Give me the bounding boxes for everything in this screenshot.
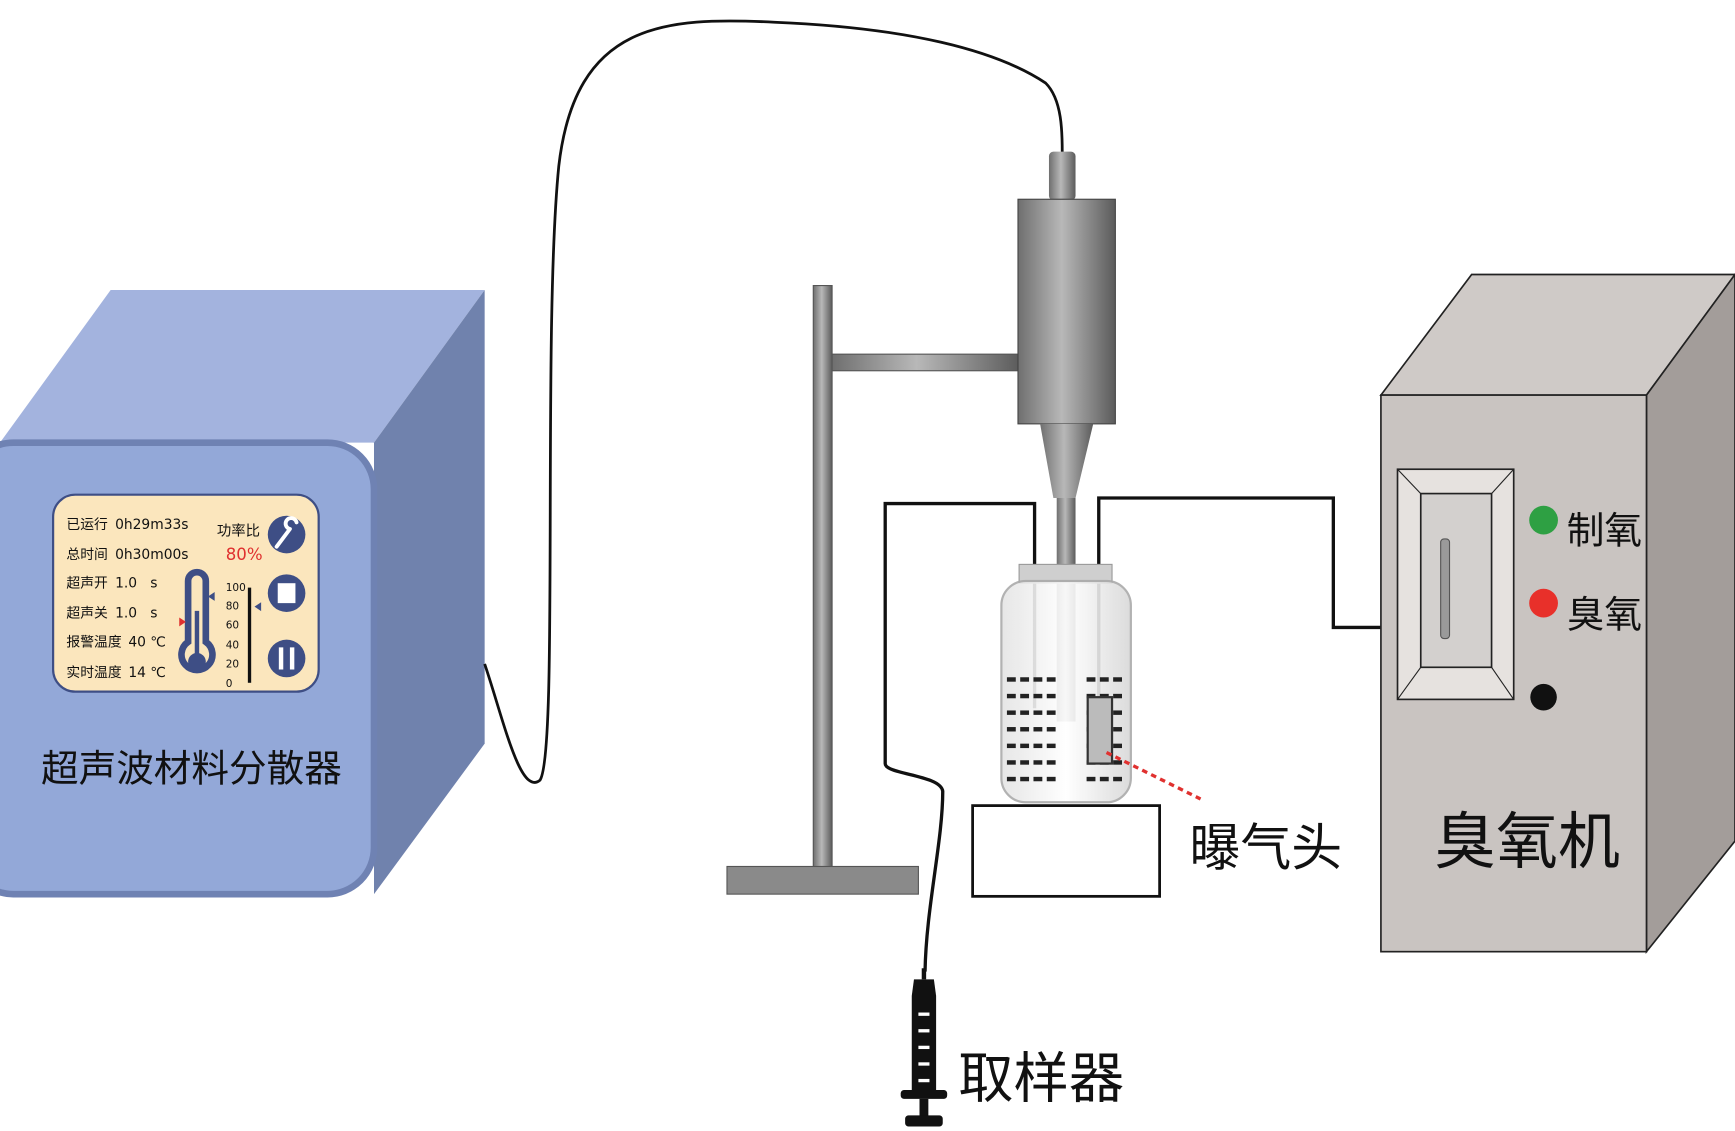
stop-button[interactable]: [267, 574, 306, 612]
wrench-button[interactable]: [267, 515, 306, 554]
indicator-oxygen: 制氧: [1529, 505, 1642, 552]
water-dash: [1006, 776, 1016, 782]
water-dash: [1006, 727, 1016, 732]
row-label: 总时间: [66, 547, 107, 563]
platform: [971, 804, 1162, 898]
water-dash: [1020, 710, 1030, 715]
row-label: 已运行: [66, 517, 108, 533]
row-label: 超声关: [66, 606, 108, 622]
ozone-machine: 制氧 臭氧 臭氧机: [1379, 273, 1735, 955]
sampler-label: 取样器: [958, 1048, 1124, 1112]
water-dash: [1046, 743, 1056, 749]
water-dash: [1033, 776, 1043, 782]
flowmeter-icon: [1440, 538, 1451, 640]
water-dash: [1113, 760, 1122, 765]
water-dash: [1033, 693, 1043, 699]
row-value: 14 ℃: [128, 665, 166, 681]
sampling-tube: [883, 501, 1037, 972]
ozone-tube: [1097, 496, 1384, 709]
stop-icon: [277, 583, 296, 604]
scale-bar: [247, 587, 252, 683]
water-dash: [1020, 693, 1030, 699]
water-dash: [1020, 677, 1030, 682]
ozone-machine-title: 臭氧机: [1434, 805, 1620, 878]
water-dash: [1099, 776, 1109, 782]
row-value: 0h30m00s: [115, 547, 188, 563]
water-dash: [1020, 727, 1030, 732]
water-dash: [1046, 727, 1056, 732]
wrench-icon: [274, 516, 299, 549]
water-dash: [1020, 760, 1030, 765]
indicator-label: 制氧: [1567, 508, 1642, 552]
row-label: 报警温度: [66, 634, 121, 650]
power-value: 80%: [226, 545, 263, 564]
power-label: 功率比: [217, 523, 260, 540]
lab-stand: [726, 285, 1021, 895]
scale-tick: 20: [226, 658, 239, 670]
power-cable: [483, 19, 1064, 784]
row-value: 40 ℃: [128, 634, 166, 650]
ultrasonic-dispenser: 已运行 0h29m33s 总时间 0h30m00s 超声开 1.0 s 超声关 …: [0, 289, 485, 898]
syringe-icon: [900, 968, 948, 1127]
indicator-label: 臭氧: [1567, 592, 1642, 636]
water-dash: [1113, 677, 1122, 682]
power-scale: 100 80 60 40 20 0: [226, 582, 262, 690]
water-dash: [1006, 760, 1016, 765]
dispenser-top: [0, 289, 485, 443]
row-value: 1.0 s: [115, 576, 157, 592]
dispenser-side: [373, 289, 485, 895]
water-dash: [1113, 743, 1122, 749]
water-dash: [1006, 710, 1016, 715]
row-value: 0h29m33s: [115, 517, 188, 533]
water-dash: [1033, 677, 1043, 682]
row-label: 实时温度: [66, 665, 121, 681]
water-dash: [1033, 710, 1043, 715]
water-dash: [1033, 743, 1043, 749]
row-value: 1.0 s: [115, 606, 157, 622]
pause-button[interactable]: [267, 639, 306, 678]
scale-tick: 0: [226, 678, 233, 690]
water-dash: [1006, 693, 1016, 699]
water-dash: [1113, 776, 1122, 782]
scale-tick: 80: [226, 601, 239, 613]
thermometer-icon: [178, 568, 216, 674]
flowmeter-window: [1396, 468, 1515, 701]
indicator-ozone: 臭氧: [1529, 588, 1642, 636]
water-dash: [1033, 727, 1043, 732]
water-dash: [1033, 760, 1043, 765]
water-dash: [1046, 693, 1056, 699]
water-dash: [1020, 776, 1030, 782]
water-dash: [1099, 677, 1109, 682]
water-dash: [1006, 677, 1016, 682]
power-button[interactable]: [1530, 683, 1557, 711]
water-dash: [1113, 710, 1122, 715]
aerator-label: 曝气头: [1189, 819, 1342, 878]
pause-icon: [278, 647, 295, 670]
screen-rows: 已运行 0h29m33s 总时间 0h30m00s 超声开 1.0 s 超声关 …: [66, 517, 188, 681]
water-dash: [1046, 677, 1056, 682]
water-dash: [1113, 727, 1122, 732]
water-dash: [1086, 776, 1096, 782]
water-dash: [1046, 776, 1056, 782]
scale-tick: 40: [226, 639, 239, 651]
reaction-jar: [1000, 563, 1132, 804]
water-dash: [1113, 693, 1122, 699]
water-dash: [1046, 710, 1056, 715]
water-dash: [1006, 743, 1016, 749]
scale-tick: 60: [226, 620, 239, 632]
aerator-pointer: [1105, 751, 1202, 801]
water-dash: [1046, 760, 1056, 765]
ultrasonic-probe: [1017, 151, 1116, 722]
dispenser-label: 超声波材料分散器: [41, 746, 342, 790]
scale-tick: 100: [226, 582, 246, 594]
power-marker: [254, 602, 262, 612]
water-dash: [1020, 743, 1030, 749]
water-dash: [1086, 677, 1096, 682]
row-label: 超声开: [66, 576, 108, 592]
